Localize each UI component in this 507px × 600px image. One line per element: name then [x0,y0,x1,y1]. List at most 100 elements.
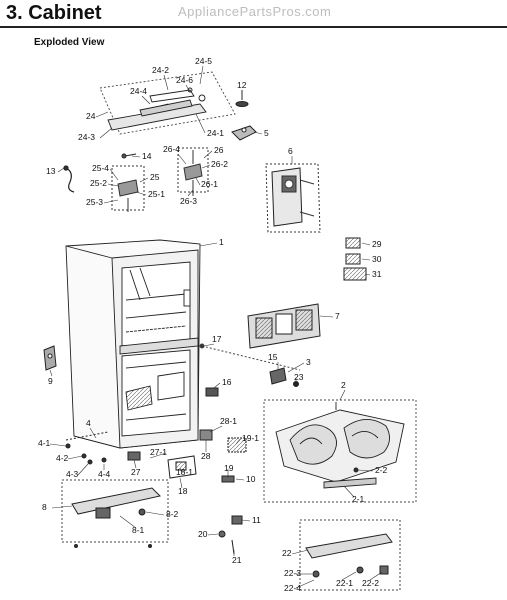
callout-27: 27 [131,467,141,477]
callout-5: 5 [264,128,269,138]
leader-line [103,199,119,204]
callout-25: 25 [150,172,160,182]
callout-17: 17 [212,334,222,344]
leader-line [139,177,149,183]
leader-line [291,549,309,555]
leader-line [201,164,211,169]
callout-25-1: 25-1 [148,189,165,199]
leader-line [119,515,137,529]
leader-line [107,183,119,187]
callout-28: 28 [201,451,211,461]
leader-line [179,477,183,489]
callout-11: 11 [252,515,261,525]
callout-19: 19 [224,463,234,473]
parts-20-21-11 [218,515,243,555]
callout-29: 29 [372,239,382,249]
callout-6: 6 [288,146,293,156]
base-assembly-2 [263,399,417,503]
callout-26-2: 26-2 [211,159,228,169]
callout-8-1: 8-1 [132,525,145,535]
parts-27-18 [127,451,197,479]
callout-4-2: 4-2 [56,453,69,463]
callout-2: 2 [341,380,346,390]
leader-lines [49,65,383,589]
leader-line [369,571,383,581]
callout-18: 18 [178,486,188,496]
leader-line [185,84,191,93]
leader-line [49,369,53,377]
leader-line [99,127,113,139]
part-14-screw [121,153,137,159]
leader-line [131,155,141,158]
callout-labels: 24-5 24-2 24-6 24-4 24 24-3 24-1 12 5 14… [38,56,388,593]
callout-22: 22 [282,548,292,558]
leader-line [209,425,223,433]
callout-22-3: 22-3 [284,568,301,578]
leader-line [199,242,218,247]
callout-24-2: 24-2 [152,65,169,75]
leader-line [195,113,206,134]
leader-line [203,150,213,159]
page-title: 3. Cabinet [6,2,102,24]
callout-24-6: 24-6 [176,75,193,85]
leader-line [235,478,245,481]
parts-28-19 [199,429,247,483]
callout-26: 26 [214,145,224,155]
view-subtitle: Exploded View [34,37,105,48]
callout-10: 10 [246,474,256,484]
leader-line [361,242,371,246]
leader-line [149,452,167,459]
callout-1: 1 [219,237,224,247]
callout-31: 31 [372,269,382,279]
leader-line [341,571,357,581]
callout-13: 13 [46,166,56,176]
leader-line [133,459,137,469]
callout-30: 30 [372,254,382,264]
leader-line [253,131,263,135]
leader-line [295,579,315,589]
part-16-switch [205,387,219,397]
leader-line [67,455,83,460]
part-4-group [65,431,109,465]
callout-26-4: 26-4 [163,144,180,154]
callout-4-4: 4-4 [98,469,111,479]
callout-25-2: 25-2 [90,178,107,188]
callout-3: 3 [306,357,311,367]
callout-24-3: 24-3 [78,132,95,142]
leader-line [51,505,73,509]
leader-line [163,74,169,91]
parts-29-30-31-labels [343,237,367,281]
leader-line [199,65,204,85]
hinge-assembly-26 [177,147,209,196]
callout-12: 12 [237,80,247,90]
callout-28-1: 28-1 [220,416,237,426]
leader-line [235,438,241,445]
leader-line [95,111,109,118]
leader-line [109,168,119,181]
leader-line [89,427,97,439]
callout-8-2: 8-2 [166,509,179,519]
part-7-evaporator-cover [247,303,321,349]
main-cabinet [65,239,201,449]
leader-line [207,533,219,536]
part-6-control-panel [265,163,321,233]
callout-4-1: 4-1 [38,438,51,448]
leader-line [339,389,346,401]
part-9-bracket [43,345,57,371]
leader-line [287,362,305,373]
callout-23: 23 [294,372,304,382]
part-5-hinge [231,125,257,141]
callout-24-5: 24-5 [195,56,212,66]
callout-18-1: 18-1 [176,467,193,477]
callout-20: 20 [198,529,208,539]
callout-24-1: 24-1 [207,128,224,138]
callout-24-4: 24-4 [130,86,147,96]
top-cover-assembly [99,71,236,135]
callout-22-2: 22-2 [362,578,379,588]
leader-line [177,153,187,165]
leader-line [145,511,165,516]
callout-8: 8 [42,502,47,512]
title-rule [0,26,507,28]
